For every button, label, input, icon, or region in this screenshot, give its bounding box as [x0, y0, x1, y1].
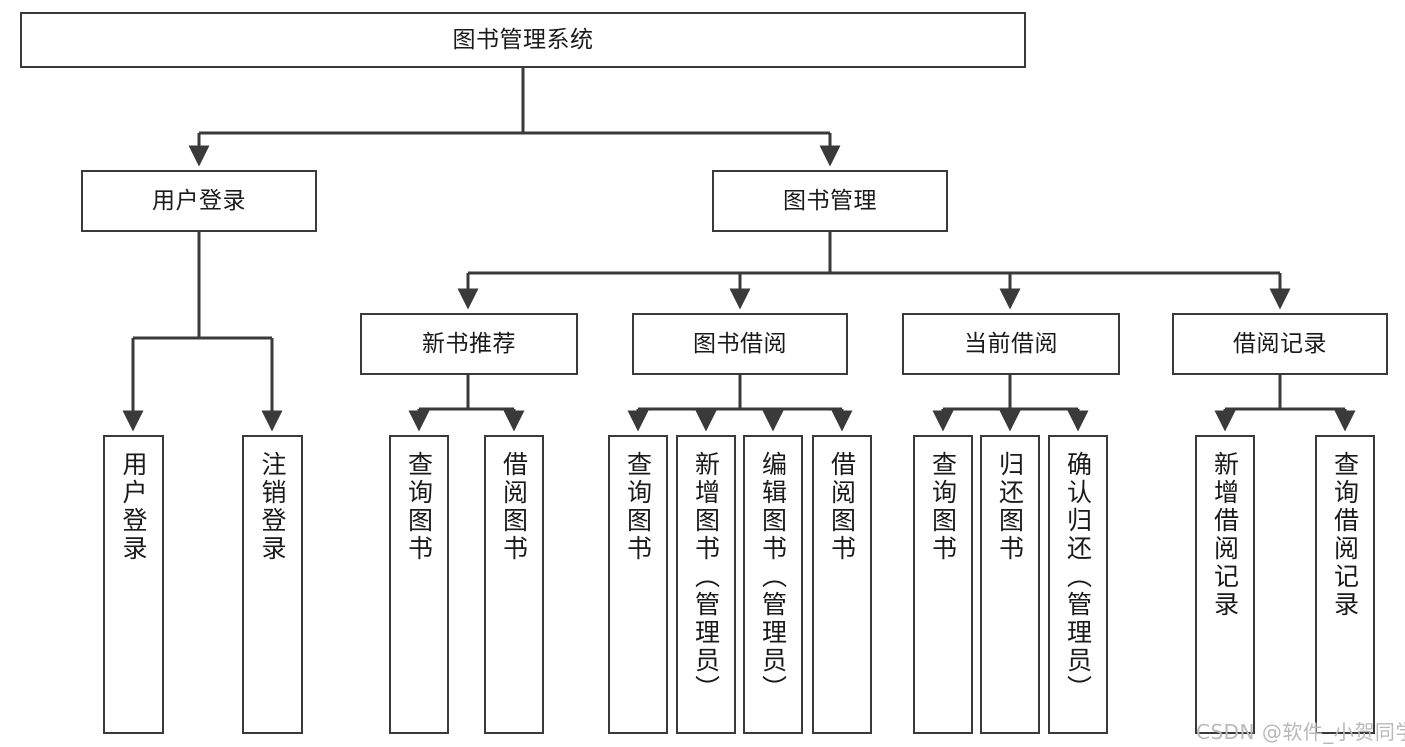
node-leaf-confirm-return[interactable]: 确认归还（管理员）: [1048, 435, 1108, 734]
node-current-borrow-label: 当前借阅: [964, 330, 1058, 357]
node-leaf-add-book[interactable]: 新增图书（管理员）: [676, 435, 736, 734]
node-leaf-user-login-label: 用户登录: [119, 451, 148, 563]
node-leaf-edit-book[interactable]: 编辑图书（管理员）: [743, 435, 803, 734]
node-book-manage[interactable]: 图书管理: [712, 170, 948, 232]
node-leaf-query-book-2[interactable]: 查询图书: [608, 435, 668, 734]
node-leaf-return-book[interactable]: 归还图书: [980, 435, 1040, 734]
node-leaf-add-record[interactable]: 新增借阅记录: [1195, 435, 1255, 734]
node-user-login[interactable]: 用户登录: [81, 170, 317, 232]
node-leaf-borrow-book-2[interactable]: 借阅图书: [812, 435, 872, 734]
node-leaf-query-book-2-label: 查询图书: [623, 451, 653, 563]
node-leaf-add-book-label: 新增图书（管理员）: [691, 451, 721, 703]
node-leaf-edit-book-label: 编辑图书（管理员）: [758, 451, 788, 703]
node-leaf-query-book-1[interactable]: 查询图书: [389, 435, 449, 734]
node-root-label: 图书管理系统: [452, 26, 594, 53]
node-borrow-record-label: 借阅记录: [1233, 330, 1327, 357]
node-leaf-query-record-label: 查询借阅记录: [1330, 451, 1360, 619]
node-new-book-recommend-label: 新书推荐: [422, 330, 516, 357]
node-leaf-borrow-book-1-label: 借阅图书: [499, 451, 529, 563]
node-leaf-borrow-book-2-label: 借阅图书: [827, 451, 857, 563]
node-leaf-query-book-3-label: 查询图书: [928, 451, 958, 563]
node-leaf-user-login[interactable]: 用户登录: [103, 435, 164, 734]
node-book-borrow-label: 图书借阅: [693, 330, 787, 357]
node-leaf-confirm-return-label: 确认归还（管理员）: [1063, 451, 1093, 703]
node-borrow-record[interactable]: 借阅记录: [1172, 313, 1388, 375]
node-new-book-recommend[interactable]: 新书推荐: [360, 313, 578, 375]
csdn-watermark: CSDN @软件_小贺同学: [1196, 720, 1405, 744]
node-leaf-query-book-3[interactable]: 查询图书: [913, 435, 973, 734]
node-current-borrow[interactable]: 当前借阅: [902, 313, 1120, 375]
node-leaf-add-record-label: 新增借阅记录: [1210, 451, 1240, 619]
node-leaf-query-record[interactable]: 查询借阅记录: [1315, 435, 1375, 734]
node-user-login-label: 用户登录: [152, 187, 246, 214]
node-leaf-borrow-book-1[interactable]: 借阅图书: [484, 435, 544, 734]
node-leaf-logout-login-label: 注销登录: [258, 451, 287, 563]
node-book-borrow[interactable]: 图书借阅: [632, 313, 848, 375]
node-leaf-query-book-1-label: 查询图书: [404, 451, 434, 563]
node-root[interactable]: 图书管理系统: [20, 12, 1026, 68]
node-book-manage-label: 图书管理: [783, 187, 877, 214]
node-leaf-logout-login[interactable]: 注销登录: [242, 435, 303, 734]
node-leaf-return-book-label: 归还图书: [995, 451, 1025, 563]
